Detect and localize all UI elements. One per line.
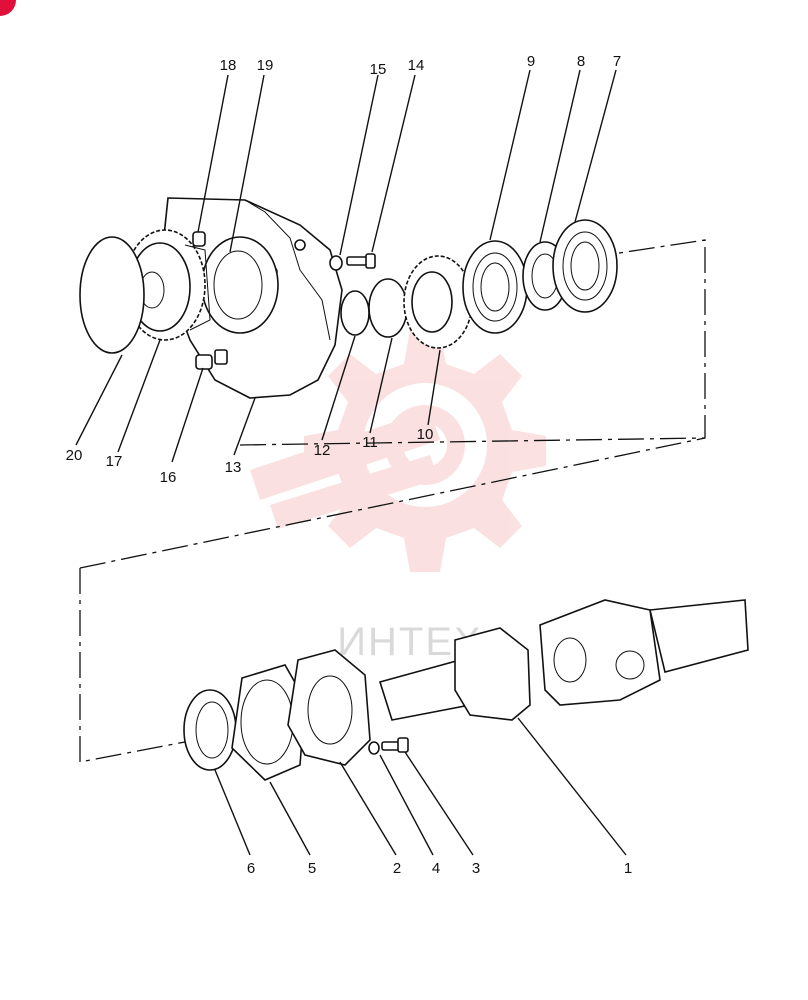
callout-5: 5 (308, 860, 316, 877)
washer-15 (329, 255, 343, 271)
callout-3: 3 (472, 860, 480, 877)
gasket-5 (231, 664, 306, 781)
callout-12: 12 (314, 442, 331, 459)
callout-6: 6 (247, 860, 255, 877)
lower-boundary-line (79, 437, 706, 569)
ring-12 (340, 290, 370, 336)
screw-14 (346, 253, 376, 269)
callout-14: 14 (408, 57, 425, 74)
callout-7: 7 (613, 53, 621, 70)
o-ring-20 (79, 236, 145, 354)
callout-18: 18 (220, 57, 237, 74)
callout-16: 16 (160, 469, 177, 486)
washer-4 (368, 741, 380, 755)
screw-3 (381, 737, 409, 753)
gear-10 (403, 255, 473, 349)
callout-2: 2 (393, 860, 401, 877)
bearing-7 (552, 219, 618, 313)
gear-17 (124, 229, 211, 341)
callout-20: 20 (66, 447, 83, 464)
callout-13: 13 (225, 459, 242, 476)
plug-18 (192, 231, 206, 247)
housing-13 (161, 197, 343, 399)
watermark-logo (250, 330, 546, 572)
leader-lines (75, 69, 627, 856)
shim-11 (368, 278, 408, 338)
callout-10: 10 (417, 426, 434, 443)
upper-boundary-line (239, 239, 706, 446)
callout-1: 1 (624, 860, 632, 877)
callout-15: 15 (370, 61, 387, 78)
callout-8: 8 (577, 53, 585, 70)
corner-badge (0, 0, 16, 16)
bearing-9 (462, 240, 528, 334)
callout-11: 11 (362, 434, 378, 451)
retainer-2 (287, 649, 371, 766)
callout-17: 17 (106, 453, 123, 470)
shaft-1 (378, 599, 749, 721)
callout-9: 9 (527, 53, 535, 70)
fitting-16 (195, 349, 228, 370)
callout-19: 19 (257, 57, 274, 74)
callout-4: 4 (432, 860, 440, 877)
seal-6 (183, 689, 237, 771)
lower-left-boundary (79, 568, 186, 763)
